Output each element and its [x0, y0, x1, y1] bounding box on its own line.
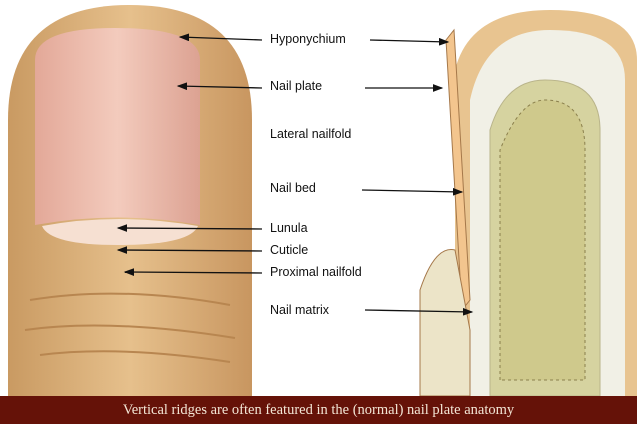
label-lunula: Lunula — [270, 221, 308, 235]
label-nail-bed: Nail bed — [270, 181, 316, 195]
label-lateral-nailfold: Lateral nailfold — [270, 127, 352, 141]
nail-plate-section — [445, 28, 471, 312]
cross-section-illustration — [419, 10, 637, 397]
label-cuticle: Cuticle — [270, 243, 309, 257]
label-nail-plate: Nail plate — [270, 79, 323, 93]
pointer-arrows — [116, 33, 474, 316]
lunula-shape — [42, 219, 198, 245]
nail-plate-shape — [35, 28, 200, 225]
label-nail-matrix: Nail matrix — [270, 303, 330, 317]
label-proximal-nailfold: Proximal nailfold — [270, 265, 362, 279]
caption-bar: Vertical ridges are often featured in th… — [0, 396, 637, 424]
fingertip-illustration — [8, 5, 252, 396]
label-hyponychium: Hyponychium — [270, 32, 346, 46]
